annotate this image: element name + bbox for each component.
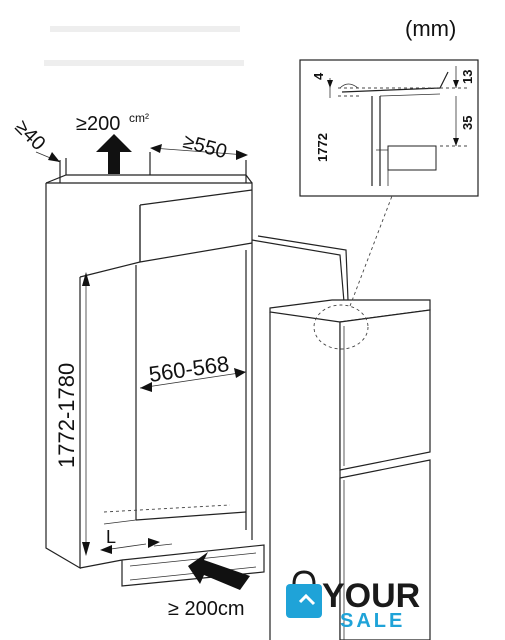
detail-dim-4: 4 [311, 72, 326, 80]
cabinet-niche [45, 152, 265, 587]
width-value: 560-568 [147, 351, 230, 387]
units-label: (mm) [405, 16, 456, 41]
foot-dimension: L [100, 527, 173, 554]
gap-value: ≥40 [10, 116, 49, 155]
gap-dimension: ≥40 [10, 116, 61, 163]
detail-dim-35: 35 [460, 116, 475, 130]
detail-dim-1772: 1772 [315, 133, 330, 162]
shopping-bag-icon [286, 570, 322, 618]
top-vent-unit: cm² [129, 111, 149, 125]
logo-word-sale: SALE [340, 610, 405, 632]
width-dimension: 560-568 [139, 351, 247, 392]
up-arrow-icon [96, 134, 132, 174]
diagonal-arrow-icon [188, 552, 250, 590]
fridge-appliance [269, 299, 431, 640]
detail-inset: 4 13 35 1772 [299, 59, 479, 197]
foot-label: L [106, 527, 116, 547]
detail-callout [313, 195, 393, 350]
depth-value: ≥550 [181, 131, 230, 164]
detail-dim-13: 13 [460, 70, 475, 84]
faded-header-lines [44, 26, 244, 66]
depth-dimension: ≥550 [150, 131, 248, 164]
yoursale-logo: YOUR SALE [286, 570, 420, 632]
top-vent-value: ≥200 [76, 113, 120, 135]
logo-word-your: YOUR [322, 577, 420, 615]
height-dimension: 1772-1780 [54, 272, 90, 556]
height-value: 1772-1780 [54, 363, 79, 468]
cabinet-door [251, 235, 349, 303]
top-vent: ≥200 cm² [76, 111, 149, 174]
bottom-vent: ≥ 200cm [168, 552, 250, 620]
bottom-vent-value: ≥ 200cm [168, 598, 245, 620]
